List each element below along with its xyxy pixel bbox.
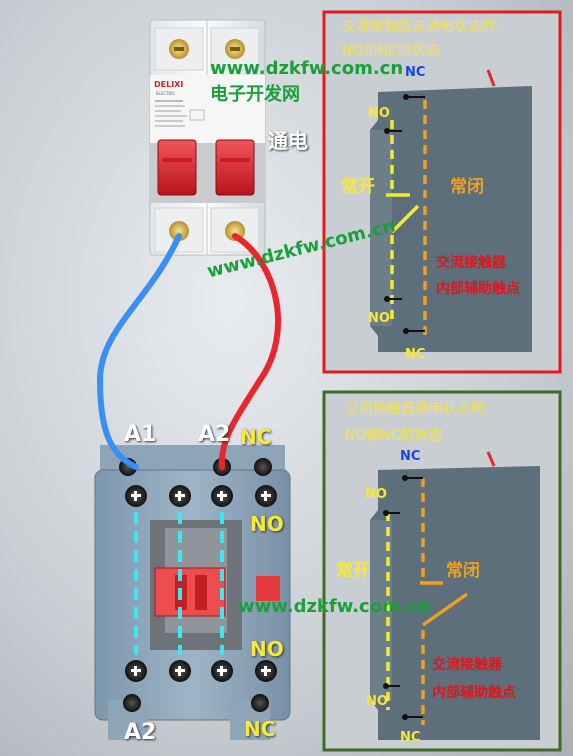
circuit-breaker: DELIXI ELECTRIC [149,19,266,256]
breaker-toggle-left[interactable] [157,139,197,196]
panel-on-label-nc-bottom: NC [400,730,421,745]
breaker-brand: DELIXI [154,80,183,89]
panel-on-normally-open: 常开 [336,561,370,581]
wire-blue [96,233,182,470]
panel-energized [322,390,562,752]
panel-on-normally-closed: 常闭 [446,561,480,581]
panel-off-label-no-top: NO [368,106,390,121]
panel-on-label-no-top: NO [365,487,387,502]
panel-off-no-contact [386,120,420,320]
watermark-site-name: 电子开发网 [210,84,300,105]
ac-contactor [94,445,291,740]
energized-label: 通电 [268,129,308,153]
panel-off-title-line2: NO和NC的状态 [342,43,440,59]
panel-on-nc-contact [420,478,469,725]
contactor-label-a1: A1 [124,422,157,447]
contactor-label-nc-bottom: NC [244,717,276,741]
panel-on-title-line2: NO和NC的状态 [345,428,443,444]
panel-on-label-no-bottom: NO [366,694,388,709]
panel-on-caption-line1: 交流接触器 [432,657,502,673]
wire-red [218,233,282,470]
panel-off-caption-line2: 内部辅助触点 [436,281,520,297]
breaker-toggle-right[interactable] [215,139,255,196]
panel-off-normally-open: 常开 [341,177,375,197]
contactor-pole-dashes [134,512,224,655]
panel-off-label-nc-bottom: NC [405,347,426,362]
contactor-red-indicator [154,567,226,617]
watermark-url-top: www.dzkfw.com.cn [210,58,404,79]
panel-on-title-line1: 交流接触器通电状态时, [345,401,490,417]
panel-on-label-nc-top: NC [400,449,421,464]
watermark-url-bottom: www.dzkfw.com.cn [238,596,432,617]
contactor-label-a2-top: A2 [198,422,231,447]
breaker-bottom-screw-left-icon [169,221,189,241]
panel-off-title-line1: 交流接触器未通电状态时, [342,19,501,35]
contactor-label-a2-bottom: A2 [124,720,157,745]
contactor-label-nc-top: NC [240,425,272,449]
panel-on-caption-line2: 内部辅助触点 [432,685,516,701]
panel-off-label-nc-top: NC [405,65,426,80]
breaker-brand-sub: ELECTRIC [156,91,175,96]
contactor-label-no-bottom: NO [250,637,284,661]
panel-off-label-no-bottom: NO [368,311,390,326]
panel-not-energized [322,10,562,374]
panel-off-normally-closed: 常闭 [450,177,484,197]
contactor-label-no-top: NO [250,512,284,536]
panel-off-caption-line1: 交流接触器 [436,255,506,271]
